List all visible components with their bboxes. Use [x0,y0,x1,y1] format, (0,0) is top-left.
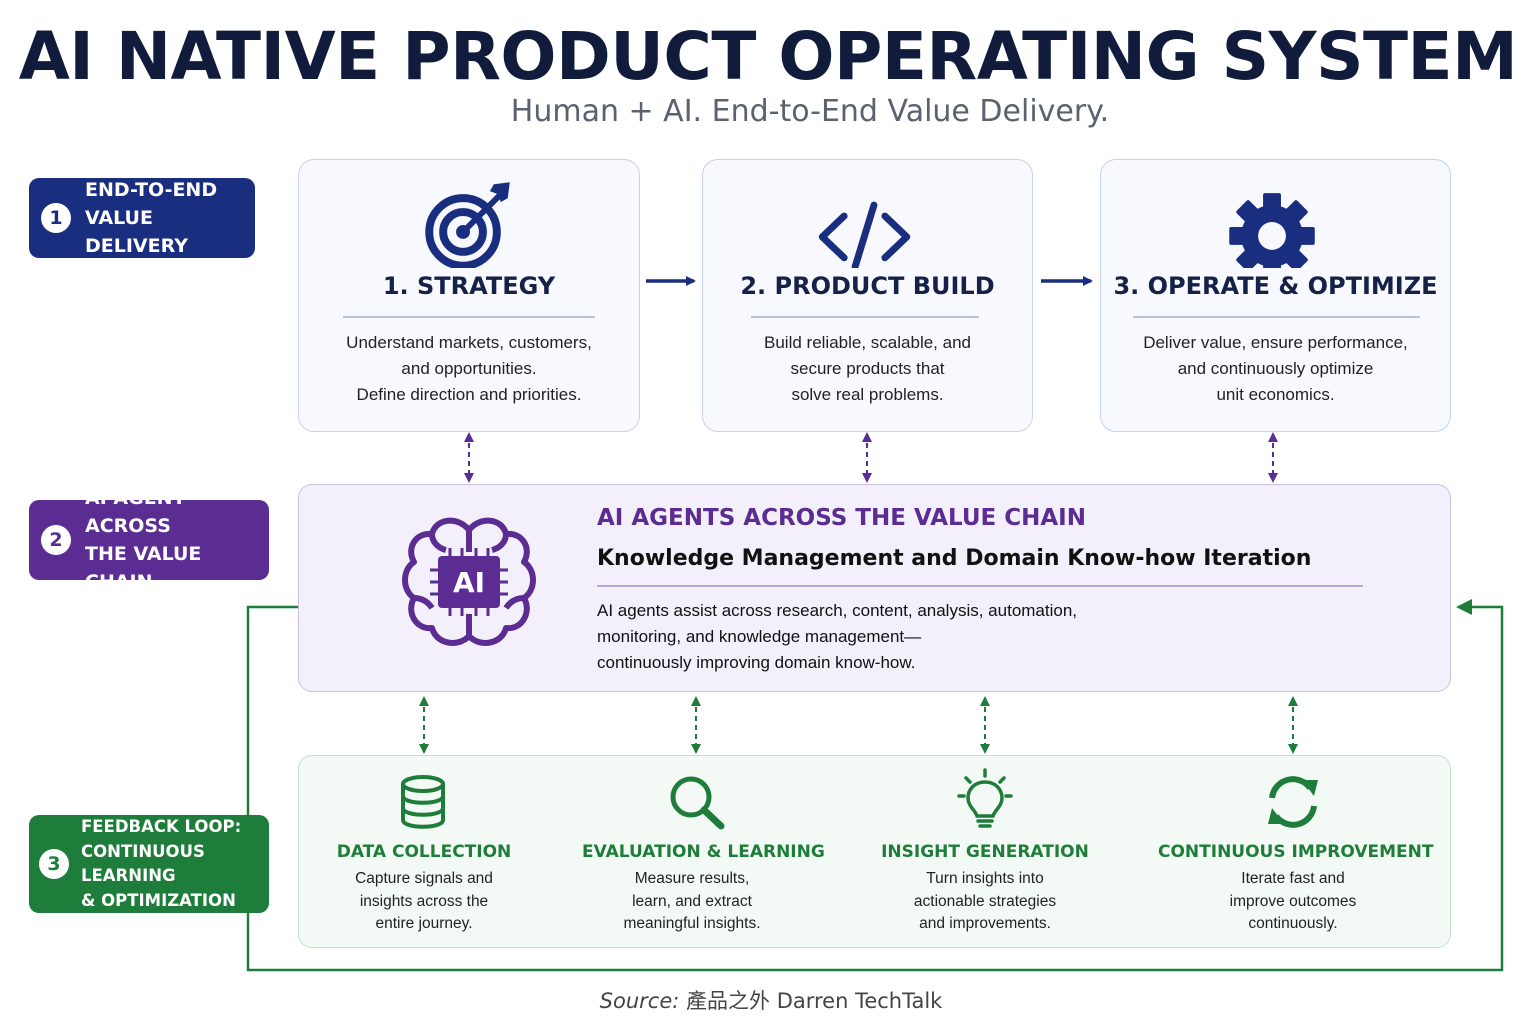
refresh-icon [1268,776,1318,828]
feedback-step-insight-generation: INSIGHT GENERATION Turn insights into ac… [880,842,1090,936]
magnifier-icon [670,776,725,830]
feedback-step-description: Capture signals and insights across the … [355,870,493,932]
section-label-line: THE VALUE CHAIN [85,543,202,593]
stage-description: Build reliable, scalable, and secure pro… [764,333,971,404]
feedback-loop-path [246,599,1504,972]
stage-card-operate-optimize: 3. OPERATE & OPTIMIZE Deliver value, ens… [1100,159,1451,432]
target-icon [425,182,510,268]
section-number: 3 [39,849,69,879]
feedback-step-data-collection: DATA COLLECTION Capture signals and insi… [334,842,514,936]
ai-agents-description: AI agents assist across research, conten… [597,601,1078,672]
gear-icon [1229,193,1315,268]
page-subtitle: Human + AI. End-to-End Value Delivery. [510,94,1110,129]
section-label-value-delivery: 1 END-TO-END VALUE DELIVERY [29,178,255,258]
code-icon [818,201,911,268]
stage-description: Deliver value, ensure performance, and c… [1143,333,1408,404]
page-title: AI NATIVE PRODUCT OPERATING SYSTEM [18,18,1518,95]
stage-divider [343,316,595,318]
ai-agents-heading: AI AGENTS ACROSS THE VALUE CHAIN [597,505,1086,531]
source-credit: Source: 產品之外 Darren TechTalk [0,985,1536,1015]
feedback-step-title: EVALUATION & LEARNING [582,842,825,862]
feedback-loop-panel [298,755,1451,948]
feedback-step-description: Turn insights into actionable strategies… [913,870,1057,932]
section-label-line: END-TO-END [85,179,218,201]
source-label: Source: [599,989,680,1013]
section-label-ai-agent: 2 AI AGENT ACROSS THE VALUE CHAIN [29,487,269,593]
ai-chip-label: AI [453,566,485,599]
feedback-step-description: Iterate fast and improve outcomes contin… [1229,870,1357,932]
lightbulb-icon [957,768,1013,828]
stage-divider [1133,316,1420,318]
feedback-step-description: Measure results, learn, and extract mean… [623,870,761,932]
stage-title: 1. STRATEGY [382,272,556,300]
feedback-step-continuous-improvement: CONTINUOUS IMPROVEMENT Iterate fast and … [1158,842,1434,936]
section-label-line: AI AGENT ACROSS [85,487,186,537]
ai-agents-subheading: Knowledge Management and Domain Know-how… [597,546,1312,571]
stage-card-product-build: 2. PRODUCT BUILD Build reliable, scalabl… [702,159,1033,432]
stage-title: 3. OPERATE & OPTIMIZE [1113,272,1438,300]
feedback-step-evaluation-learning: EVALUATION & LEARNING Measure results, l… [582,842,825,936]
section-label-feedback-loop: 3 FEEDBACK LOOP: CONTINUOUS LEARNING & O… [29,815,269,913]
stage-description: Understand markets, customers, and oppor… [346,333,592,404]
section-number: 2 [41,525,71,555]
source-text: 產品之外 Darren TechTalk [686,989,943,1013]
section-label-line: & OPTIMIZATION [81,890,236,910]
stage-divider [751,316,979,318]
section-label-line: VALUE DELIVERY [85,207,188,257]
ai-agents-divider [597,585,1363,587]
section-label-line: FEEDBACK LOOP: [81,817,242,836]
section-number: 1 [41,203,71,233]
ai-brain-icon: AI [402,517,536,646]
feedback-step-title: INSIGHT GENERATION [881,842,1089,862]
stage-title: 2. PRODUCT BUILD [740,272,995,300]
feedback-step-title: DATA COLLECTION [336,842,512,862]
database-icon [401,775,445,829]
section-label-line: CONTINUOUS LEARNING [81,841,205,886]
stage-card-strategy: 1. STRATEGY Understand markets, customer… [298,159,640,432]
feedback-step-title: CONTINUOUS IMPROVEMENT [1158,842,1434,862]
